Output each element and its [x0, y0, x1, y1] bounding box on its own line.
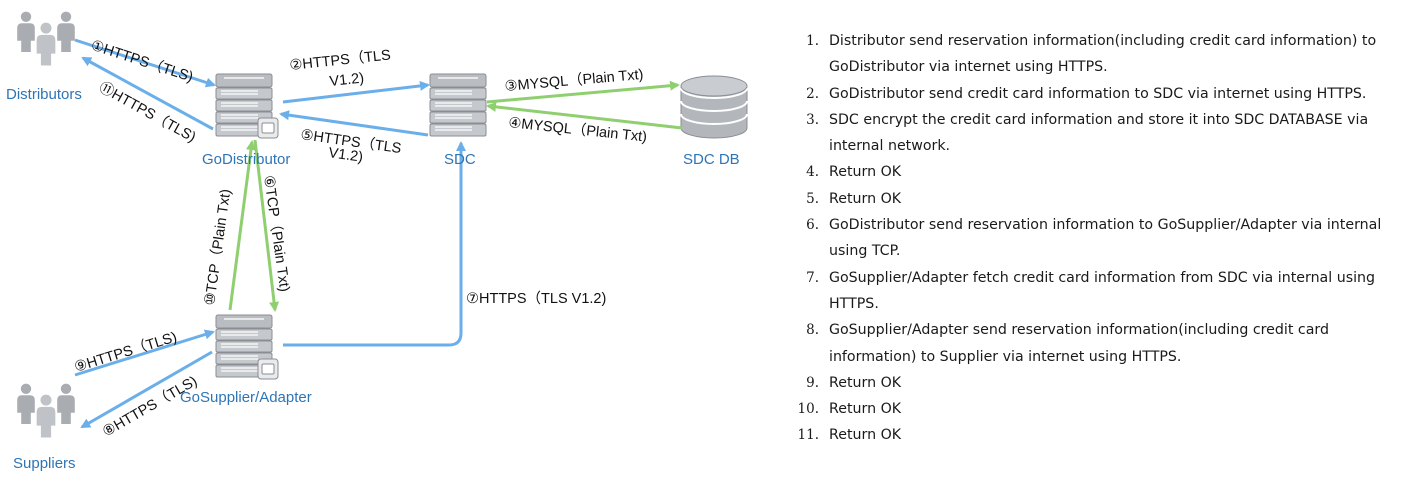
godistributor-server-icon	[215, 73, 279, 139]
step-item: 3. SDC encrypt the credit card informatio…	[790, 107, 1408, 160]
database-icon	[680, 75, 748, 139]
step-item: 6. GoDistributor send reservation informa…	[790, 212, 1408, 265]
arrow-11	[81, 56, 214, 131]
step-text: Return OK	[829, 374, 902, 391]
distributors-icon	[17, 11, 75, 66]
step-text: Return OK	[829, 401, 902, 418]
edge-label-1: ①HTTPS（TLS)	[89, 37, 195, 86]
gosupplier-label: GoSupplier/Adapter	[180, 389, 312, 406]
step-item: 5. Return OK	[790, 186, 1408, 212]
step-item: 9. Return OK	[790, 370, 1408, 396]
edge-label-7: ⑦HTTPS（TLS V1.2)	[466, 290, 606, 307]
step-item: 8. GoSupplier/Adapter send reservation in…	[790, 317, 1408, 370]
suppliers-label: Suppliers	[13, 455, 76, 472]
step-item: 1. Distributor send reservation informati…	[790, 28, 1408, 81]
arrow-3	[486, 80, 680, 104]
step-text: GoSupplier/Adapter send reservation info…	[829, 322, 1330, 365]
step-text: GoDistributor send reservation informati…	[829, 217, 1382, 260]
step-item: 11. Return OK	[790, 422, 1408, 448]
edge-label-10: ⑩TCP（Plain Txt)	[201, 188, 234, 307]
step-item: 7. GoSupplier/Adapter fetch credit card i…	[790, 265, 1408, 318]
arrow-7	[283, 141, 466, 347]
sdc-label: SDC	[444, 151, 476, 168]
step-text: SDC encrypt the credit card information …	[829, 111, 1369, 155]
distributors-label: Distributors	[6, 86, 82, 103]
step-number: 10.	[797, 401, 819, 418]
sdc-server-icon	[429, 73, 487, 137]
edge-label-2a: ②HTTPS（TLS	[289, 46, 392, 74]
step-text: Return OK	[829, 427, 902, 444]
step-item: 10. Return OK	[790, 396, 1408, 422]
step-number: 7.	[806, 269, 819, 286]
step-number: 9.	[806, 374, 819, 391]
sdc-db-label: SDC DB	[683, 151, 740, 168]
step-item: 2. GoDistributor send credit card informa…	[790, 81, 1408, 107]
step-number: 2.	[806, 85, 819, 102]
arrow-6	[253, 139, 280, 312]
arrow-1	[74, 38, 216, 88]
step-item: 4. Return OK	[790, 159, 1408, 185]
steps-list: 1. Distributor send reservation informati…	[790, 28, 1408, 449]
arrow-5	[279, 110, 429, 137]
step-number: 5.	[806, 190, 819, 207]
step-text: Return OK	[829, 164, 902, 181]
step-number: 11.	[797, 427, 819, 444]
arrow-10	[228, 140, 256, 311]
arrow-8	[80, 350, 213, 429]
steps-panel: 1. Distributor send reservation informati…	[790, 28, 1408, 449]
arrow-9	[74, 329, 215, 377]
step-number: 6.	[806, 217, 819, 234]
gosupplier-server-icon	[215, 314, 279, 380]
arrow-2	[282, 80, 430, 104]
godistributor-label: GoDistributor	[202, 151, 290, 168]
edge-label-9: ⑨HTTPS（TLS)	[72, 328, 179, 375]
step-number: 1.	[806, 33, 819, 49]
step-number: 8.	[806, 322, 819, 339]
step-text: GoSupplier/Adapter fetch credit card inf…	[829, 269, 1376, 312]
edge-label-2b: V1.2)	[329, 70, 365, 90]
step-text: Return OK	[829, 190, 902, 207]
architecture-diagram: Distributors GoDistributor SDC SDC DB Go…	[6, 11, 748, 472]
edge-label-5b: V1.2)	[327, 145, 364, 166]
edge-label-4: ④MYSQL（Plain Txt)	[508, 114, 648, 145]
suppliers-icon	[17, 383, 75, 438]
step-number: 4.	[806, 164, 819, 181]
step-number: 3.	[806, 111, 819, 128]
arrow-4	[486, 101, 683, 130]
step-text: GoDistributor send credit card informati…	[829, 85, 1367, 102]
step-text: Distributor send reservation information…	[829, 33, 1377, 76]
